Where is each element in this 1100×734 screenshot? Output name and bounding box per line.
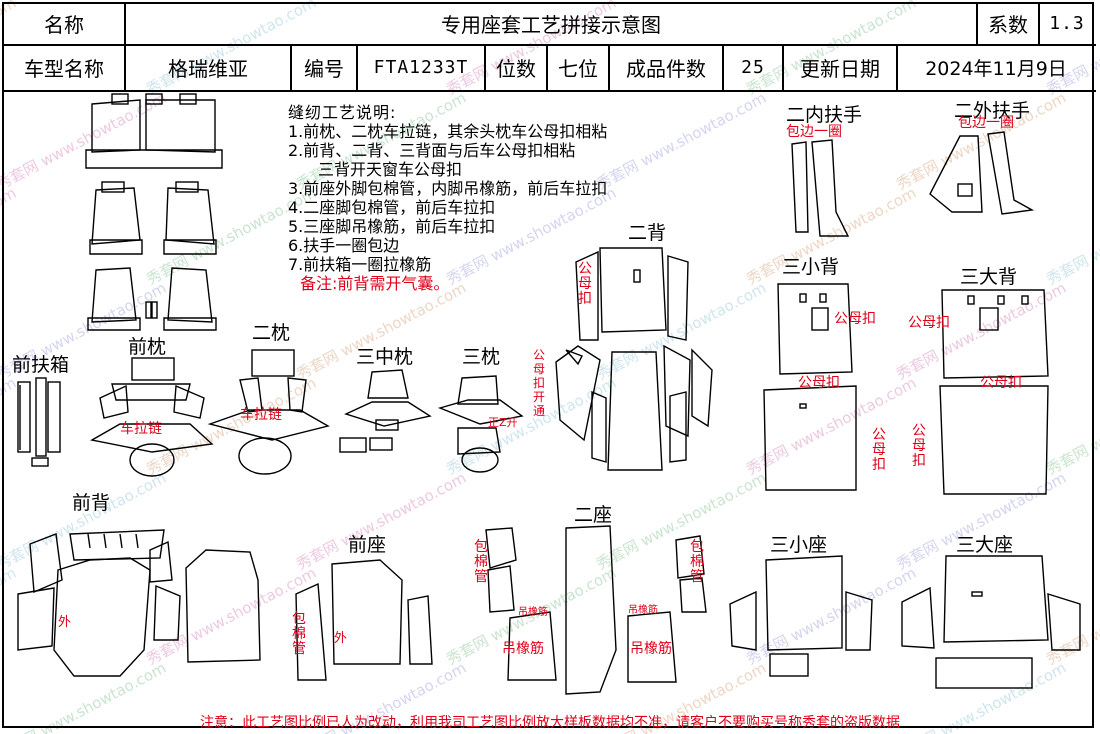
annotation-edge-binding: 包边一圈 [786,124,842,140]
seats-value: 七位 [558,57,598,81]
annotation-outer: 外 [334,631,348,646]
table-col-divider [484,44,486,90]
table-row-divider [2,90,1096,92]
second-inner-armrest-pieces [791,139,850,237]
coef-value: 1.3 [1049,12,1085,34]
part-label-front-back: 前背 [72,492,111,514]
part-label-front-pillow: 前枕 [128,336,167,358]
third-big-back-pieces [939,289,1049,495]
third-small-seat-pieces [729,555,873,677]
annotation-foam-tube: 包棉管 [690,539,704,585]
notes-remark: 备注:前背需开气囊。 [300,274,450,293]
annotation-edge-binding: 包边一圈 [958,115,1014,131]
annotation-snap: 公母扣 [980,375,1022,391]
date-label: 更新日期 [800,57,880,81]
part-label-second-pillow: 二枕 [252,322,291,344]
annotation-snap: 公母扣 [908,315,950,331]
note-item: 2.前背、二背、三背面与后车公母扣相粘 [288,141,576,160]
model-label: 车型名称 [24,57,104,81]
sewing-notes: 缝纫工艺说明: 1.前枕、二枕车拉链，其余头枕车公母扣相粘 2.前背、二背、三背… [288,103,607,293]
note-item: 三背开天窗车公母扣 [318,160,463,179]
part-label-front-seat: 前座 [348,534,387,556]
note-item: 6.扶手一圈包边 [288,236,400,255]
note-item: 1.前枕、二枕车拉链，其余头枕车公母扣相粘 [288,122,608,141]
part-label-third-big-back: 三大背 [960,266,1018,288]
table-col-divider [976,2,978,44]
note-item: 3.前座外脚包棉管，内脚吊橡筋，前后车拉扣 [288,179,608,198]
code-label: 编号 [304,57,344,81]
code-value: FTA1233T [373,57,469,78]
table-col-divider [290,44,292,90]
table-col-divider [124,2,126,90]
coef-label: 系数 [988,12,1028,37]
third-small-back-pieces [763,283,857,491]
second-outer-armrest-pieces [929,131,1035,215]
second-row-thumbnail [89,181,217,255]
footer-warning: 注意：此工艺图比例已人为改动，利用我司工艺图比例放大样板数据均不准，请客户不要购… [200,715,900,731]
part-label-third-small-back: 三小背 [782,256,840,278]
table-row-divider [2,44,1096,46]
front-seat-pieces [295,559,433,681]
annotation-snap: 公母扣 [798,375,840,391]
annotation-snap: 公母扣 [912,423,926,469]
table-col-divider [722,44,724,90]
part-label-third-small-seat: 三小座 [770,534,828,556]
part-label-second-back: 二背 [628,222,667,244]
name-label: 名称 [44,12,84,37]
sheet-title: 专用座套工艺拼接示意图 [441,12,661,37]
third-big-seat-pieces [901,555,1081,689]
annotation-elastic: 吊橡筋 [502,641,544,657]
annotation-elastic: 吊橡筋 [518,607,548,618]
table-col-divider [782,44,784,90]
rear-bench-thumbnail [85,93,223,169]
part-label-front-box: 前扶箱 [12,354,70,376]
second-pillow-pieces [207,349,330,475]
part-label-third-mid-pillow: 三中枕 [356,346,414,368]
annotation-foam-tube: 包棉管 [292,611,306,657]
table-col-divider [1038,2,1040,44]
note-item: 5.三座脚吊橡筋，前后车拉扣 [288,217,496,236]
annotation-elastic: 吊橡筋 [628,605,658,616]
second-back-pieces [555,247,713,471]
model-value: 格瑞维亚 [168,57,248,81]
second-seat-pieces [485,525,707,695]
part-label-second-seat: 二座 [574,504,613,526]
annotation-zipper: 车拉链 [120,421,162,437]
third-pillow-pieces [437,375,524,473]
annotation-snap-through: 公母扣开通 [532,348,545,418]
note-item: 4.二座脚包棉管，前后车拉扣 [288,198,496,217]
pieces-value: 25 [741,57,765,78]
part-label-second-outer-armrest: 二外扶手 [954,100,1031,122]
annotation-elastic: 吊橡筋 [630,641,672,657]
front-back-pieces [17,529,261,677]
annotation-zip-open: 正Z开 [488,416,518,429]
annotation-snap: 公母扣 [872,427,886,473]
table-col-divider [608,44,610,90]
table-col-divider [356,44,358,90]
notes-title: 缝纫工艺说明: [288,103,397,122]
annotation-zipper: 车拉链 [240,407,282,423]
table-col-divider [896,44,898,90]
annotation-foam-tube: 包棉管 [474,539,488,585]
annotation-snap: 公母扣 [834,311,876,327]
front-pillow-pieces [90,357,214,477]
third-mid-pillow-pieces [339,369,432,453]
table-col-divider [546,44,548,90]
annotation-snap: 公母扣 [578,261,592,307]
part-label-second-inner-armrest: 二内扶手 [786,104,863,126]
annotation-outer: 外 [58,615,72,630]
date-value: 2024年11月9日 [925,58,1067,80]
front-row-thumbnail [87,267,217,331]
front-box-pieces [17,377,61,467]
part-label-third-big-seat: 三大座 [956,534,1014,556]
note-item: 7.前扶箱一圈拉橡筋 [288,255,432,274]
part-label-third-pillow: 三枕 [462,346,501,368]
pieces-label: 成品件数 [626,57,706,81]
seats-label: 位数 [496,57,536,81]
